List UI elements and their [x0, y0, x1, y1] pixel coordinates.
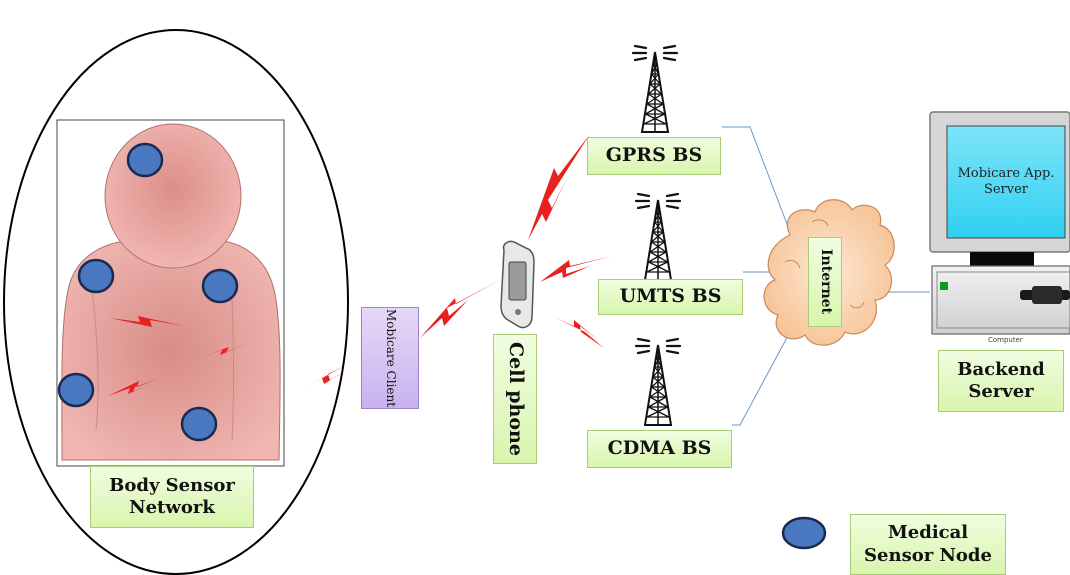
body-sensor-network-label: Body Sensor Network	[90, 466, 254, 528]
sensor-node-icon	[201, 268, 239, 304]
computer-caption: Computer	[988, 336, 1023, 344]
computer-icon	[929, 111, 1070, 335]
backend-server-label: Backend Server	[938, 350, 1064, 412]
antenna-tower-icon	[634, 337, 682, 427]
lightning-icon	[306, 366, 350, 387]
internet-label: Internet	[808, 237, 842, 327]
network-links	[722, 126, 930, 426]
lightning-icon	[528, 134, 590, 240]
antenna-tower-icon	[631, 44, 679, 134]
umts-bs-label: UMTS BS	[598, 279, 743, 315]
sensor-node-icon	[57, 372, 95, 408]
lightning-icon	[556, 318, 604, 348]
antenna-tower-icon	[634, 192, 682, 282]
sensor-nodes	[57, 142, 239, 442]
server-screen-text: Mobicare App. Server	[957, 166, 1055, 198]
legend-medical-sensor-node-label: Medical Sensor Node	[850, 514, 1006, 575]
gprs-bs-label: GPRS BS	[587, 137, 721, 175]
sensor-node-icon	[77, 258, 115, 294]
mobicare-client-box: Mobicare Client	[361, 307, 419, 409]
legend-sensor-node-icon	[781, 516, 827, 550]
cell-phone-icon	[500, 240, 535, 329]
lightning-icon	[108, 316, 248, 396]
sensor-node-icon	[180, 406, 218, 442]
person-icon	[56, 119, 285, 467]
sensor-node-icon	[126, 142, 164, 178]
cdma-bs-label: CDMA BS	[587, 430, 732, 468]
cell-phone-label: Cell phone	[493, 334, 537, 464]
body-sensor-network-boundary	[3, 29, 349, 575]
lightning-icon	[420, 280, 500, 338]
